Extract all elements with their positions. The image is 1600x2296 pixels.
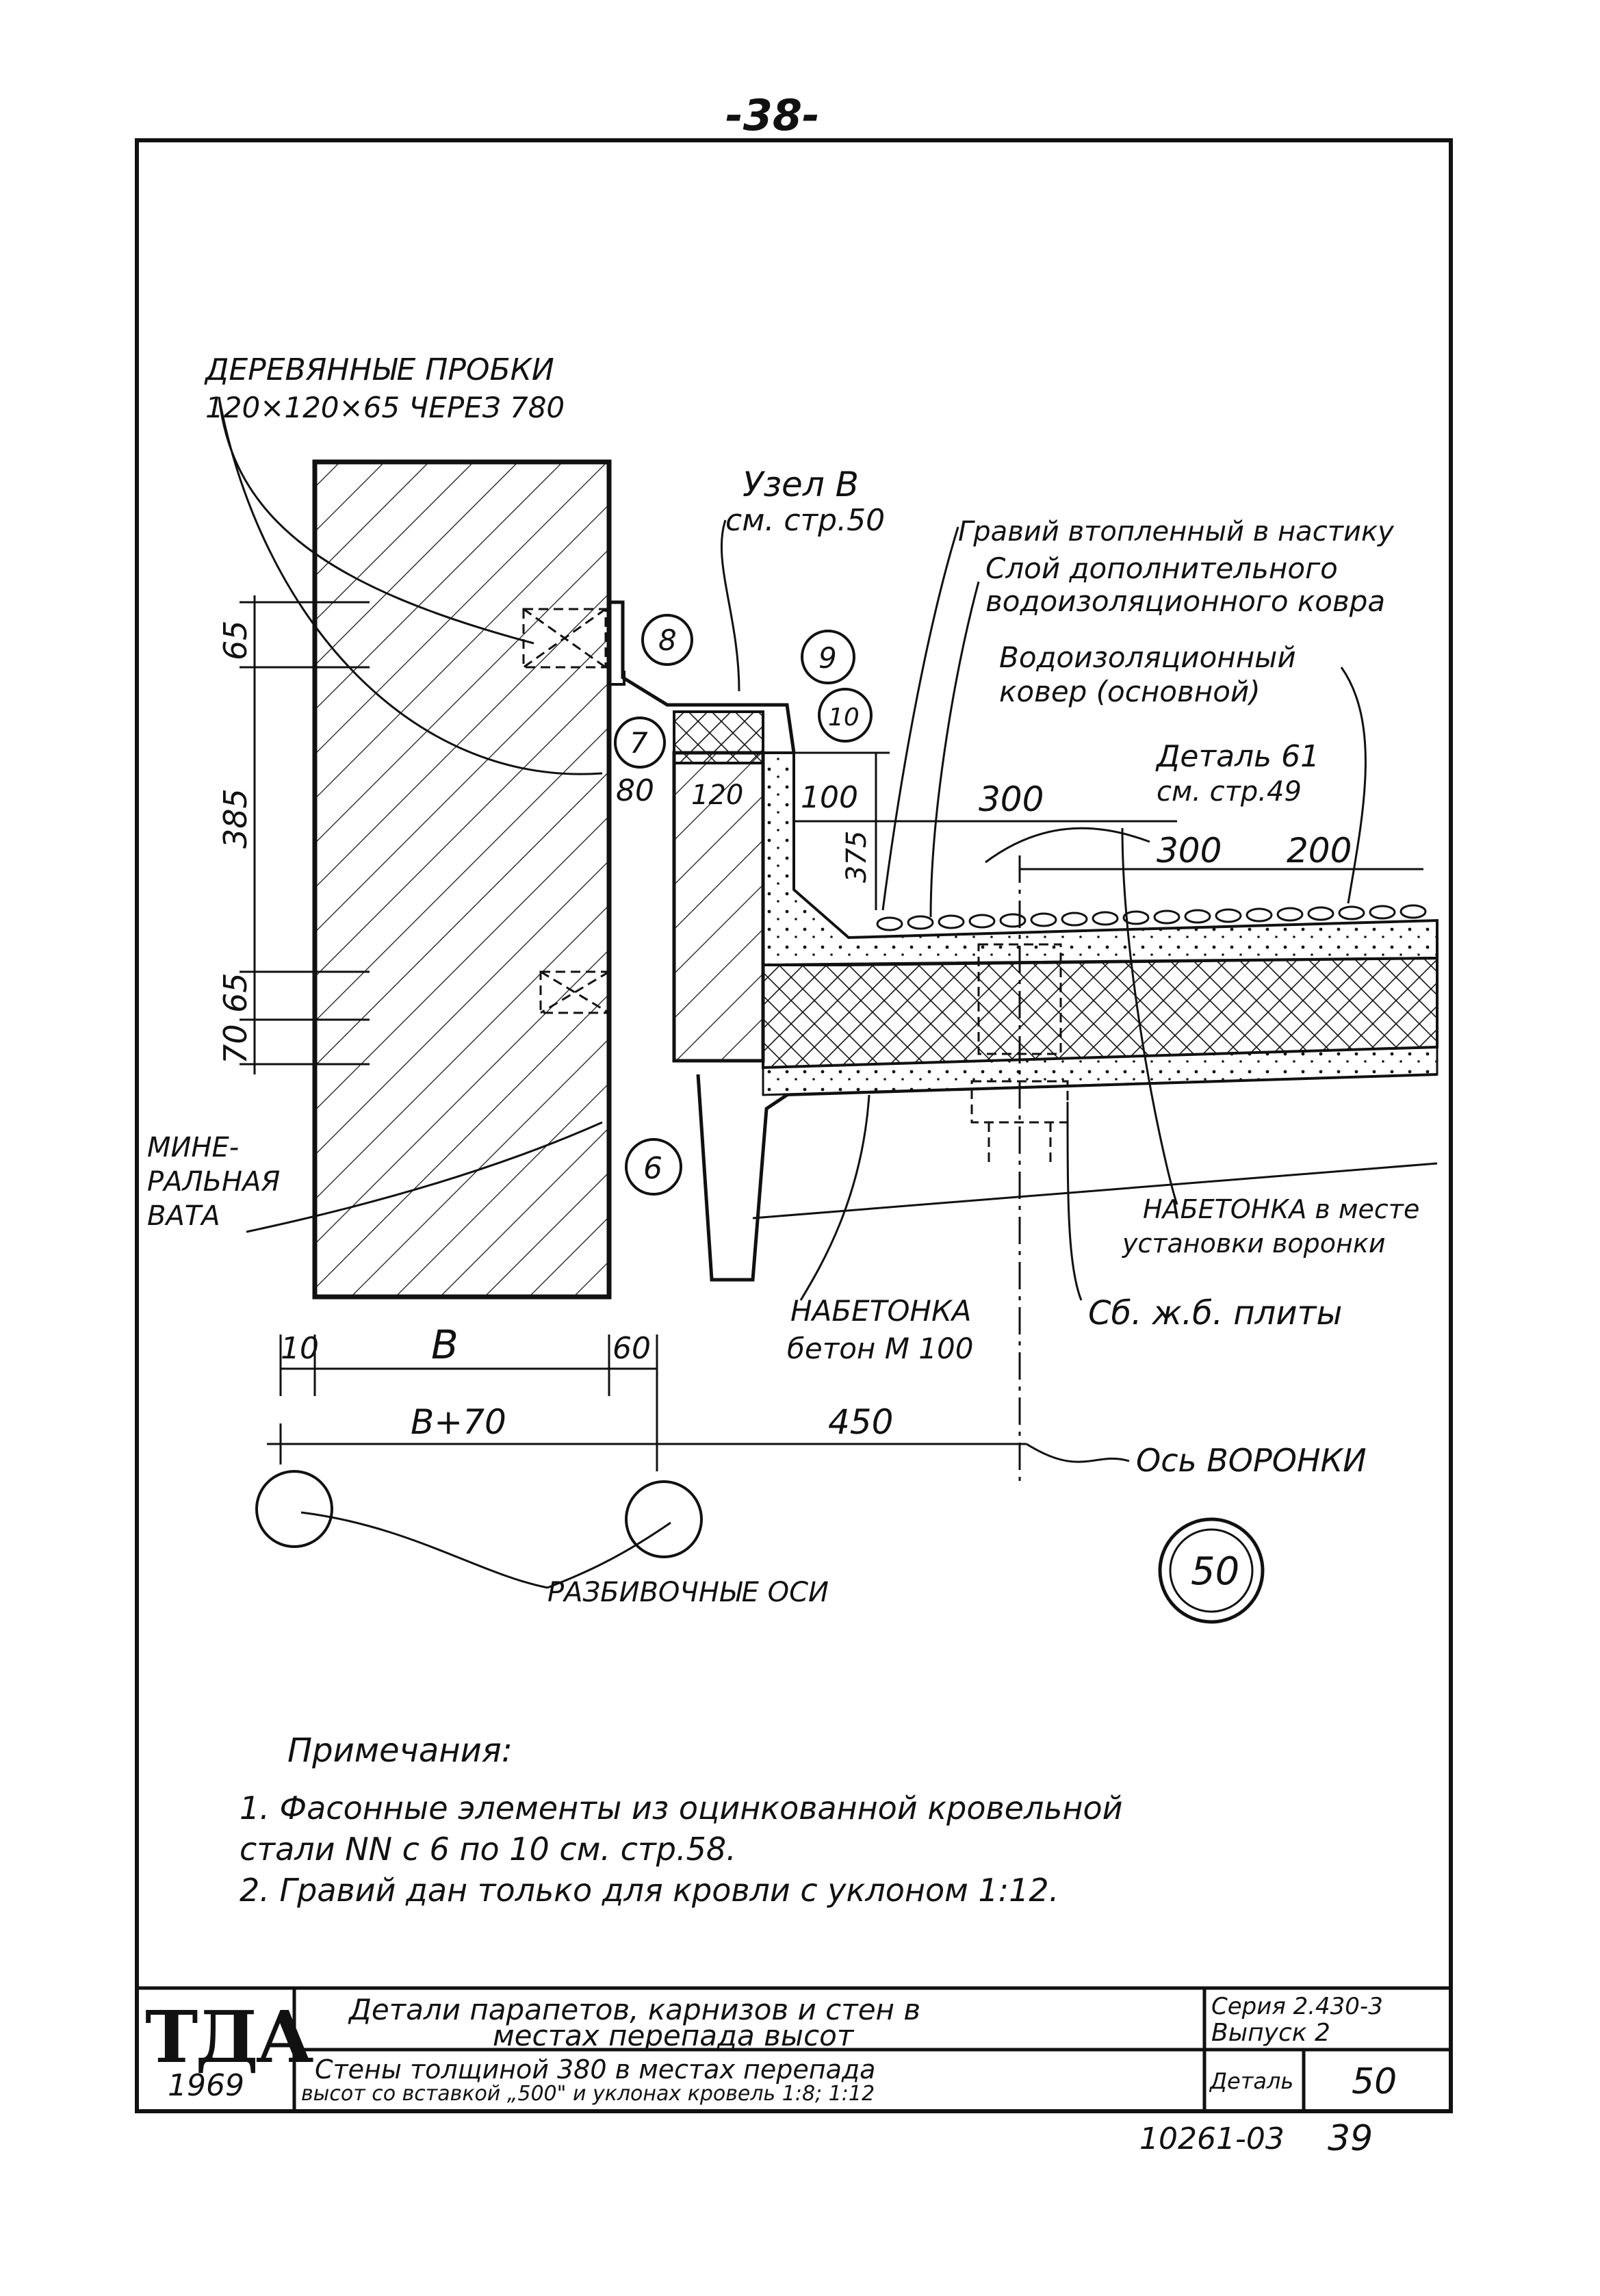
- series: Серия 2.430-3: [1211, 1993, 1383, 2020]
- slab-rib: [696, 1074, 788, 1282]
- title-line-1: Детали парапетов, карнизов и стен в: [349, 1993, 921, 2026]
- subtitle-line-2: высот со вставкой „500" и уклонах кровел…: [301, 2082, 875, 2106]
- note-line-3: 2. Гравий дан только для кровли с уклоно…: [240, 1872, 1059, 1909]
- label-node-b-2: см. стр.50: [725, 503, 885, 538]
- upper-dimension-lines: [787, 751, 1423, 910]
- detail-marker-outer: [1158, 1517, 1265, 1624]
- detail-marker-inner: [1169, 1528, 1254, 1613]
- wood-plugs: [522, 608, 610, 1014]
- parapet-insert: [672, 751, 765, 1063]
- dim-65-top: 65: [217, 620, 254, 660]
- drawing-frame: [135, 138, 1453, 2113]
- notes-title: Примечания:: [287, 1731, 513, 1770]
- detail-marker-number: 50: [1191, 1549, 1239, 1594]
- bottom-dimensions: [267, 1334, 1027, 1471]
- leader-lines: [218, 396, 1367, 1463]
- callout-6: 6: [643, 1151, 662, 1186]
- label-extra-layer-2: водоизоляционного ковра: [985, 584, 1385, 618]
- label-detail61-1: Деталь 61: [1155, 739, 1319, 774]
- dim-b70: B+70: [411, 1402, 506, 1442]
- dim-200: 200: [1287, 831, 1352, 870]
- label-main-carpet-1: Водоизоляционный: [999, 641, 1296, 674]
- note-line-1: 1. Фасонные элементы из оцинкованной кро…: [240, 1790, 1123, 1827]
- label-wood-plugs-2: 120×120×65 ЧЕРЕЗ 780: [205, 391, 565, 424]
- label-slabs: Сб. ж.б. плиты: [1088, 1294, 1342, 1332]
- dim-70: 70: [217, 1024, 254, 1064]
- label-extra-layer-1: Слой дополнительного: [985, 552, 1338, 585]
- cap-flashing: [609, 600, 796, 753]
- dim-300a: 300: [979, 779, 1044, 819]
- dim-120: 120: [691, 779, 743, 811]
- masonry-wall: [312, 459, 612, 1300]
- label-funnel-axis: Ось ВОРОНКИ: [1136, 1442, 1367, 1479]
- label-mineral-3: ВАТА: [147, 1200, 220, 1232]
- slab-bottom: [752, 1162, 1438, 1220]
- dim-60: 60: [612, 1331, 651, 1366]
- title-line-2: местах перепада высот: [493, 2019, 854, 2052]
- dim-385: 385: [217, 788, 254, 849]
- note-line-2: стали NN с 6 по 10 см. стр.58.: [240, 1831, 736, 1868]
- issue: Выпуск 2: [1211, 2019, 1330, 2047]
- dim-450: 450: [828, 1402, 893, 1442]
- label-wood-plugs-1: ДЕРЕВЯННЫЕ ПРОБКИ: [204, 352, 554, 387]
- label-grid-axes: РАЗБИВОЧНЫЕ ОСИ: [547, 1577, 829, 1608]
- title-block: [137, 1986, 1451, 2111]
- label-node-b-1: Узел В: [743, 465, 859, 504]
- subtitle-line-1: Стены толщиной 380 в местах перепада: [315, 2054, 876, 2085]
- footer-page: 39: [1328, 2118, 1373, 2159]
- dim-300b: 300: [1157, 831, 1222, 870]
- callout-10: 10: [828, 704, 860, 732]
- slab-edge: [786, 1073, 1438, 1096]
- detail-label: Деталь: [1210, 2068, 1294, 2094]
- dim-375: 375: [841, 831, 873, 883]
- label-mineral-2: РАЛЬНАЯ: [147, 1166, 280, 1198]
- callout-8: 8: [658, 623, 677, 657]
- label-mineral-1: МИНЕ-: [147, 1132, 239, 1163]
- grid-axis-right: [625, 1480, 703, 1558]
- wood-block: [673, 710, 764, 764]
- dim-80: 80: [616, 773, 654, 808]
- wall-flashing: [609, 671, 625, 686]
- label-concrete-1: НАБЕТОНКА: [790, 1294, 972, 1328]
- org-logo: ТДА: [145, 1995, 314, 2079]
- label-concrete-2: бетон М 100: [787, 1332, 973, 1365]
- year: 1969: [168, 2068, 244, 2103]
- grid-axes-leader: [300, 1511, 671, 1589]
- dim-100: 100: [801, 780, 858, 815]
- footer-code: 10261-03: [1139, 2121, 1285, 2156]
- left-dimensions: [240, 595, 370, 1074]
- callout-9: 9: [818, 641, 837, 675]
- label-main-carpet-2: ковер (основной): [999, 675, 1261, 708]
- grid-axis-left: [255, 1470, 333, 1548]
- dim-10: 10: [281, 1331, 319, 1366]
- label-concrete-funnel-2: установки воронки: [1122, 1228, 1386, 1259]
- label-detail61-2: см. стр.49: [1157, 776, 1302, 808]
- label-gravel: Гравий втопленный в настику: [958, 516, 1395, 547]
- detail-number: 50: [1352, 2061, 1397, 2102]
- label-concrete-funnel-1: НАБЕТОНКА в месте: [1143, 1194, 1419, 1224]
- callout-circles: [614, 614, 873, 1196]
- dim-b: B: [431, 1321, 459, 1368]
- page-number: -38-: [725, 90, 820, 140]
- gravel-layer: [876, 904, 1427, 931]
- callout-7: 7: [630, 726, 648, 760]
- dim-65-low: 65: [217, 972, 254, 1013]
